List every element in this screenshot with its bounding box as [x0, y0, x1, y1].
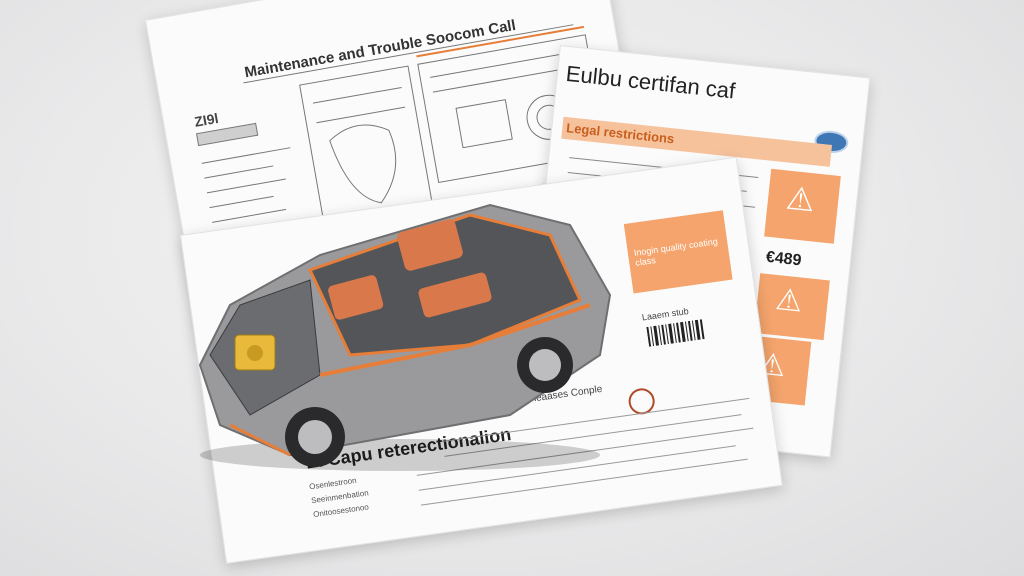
car-cutaway-illustration — [198, 203, 612, 471]
barcode-icon — [646, 319, 705, 347]
warning-icon: ⚠ — [784, 179, 817, 219]
price-value: €489 — [765, 248, 803, 270]
document-front: Inogin quality coating class Laaem stub … — [180, 156, 783, 564]
form-lines — [416, 397, 754, 506]
warning-icon: ⚠ — [773, 283, 805, 319]
